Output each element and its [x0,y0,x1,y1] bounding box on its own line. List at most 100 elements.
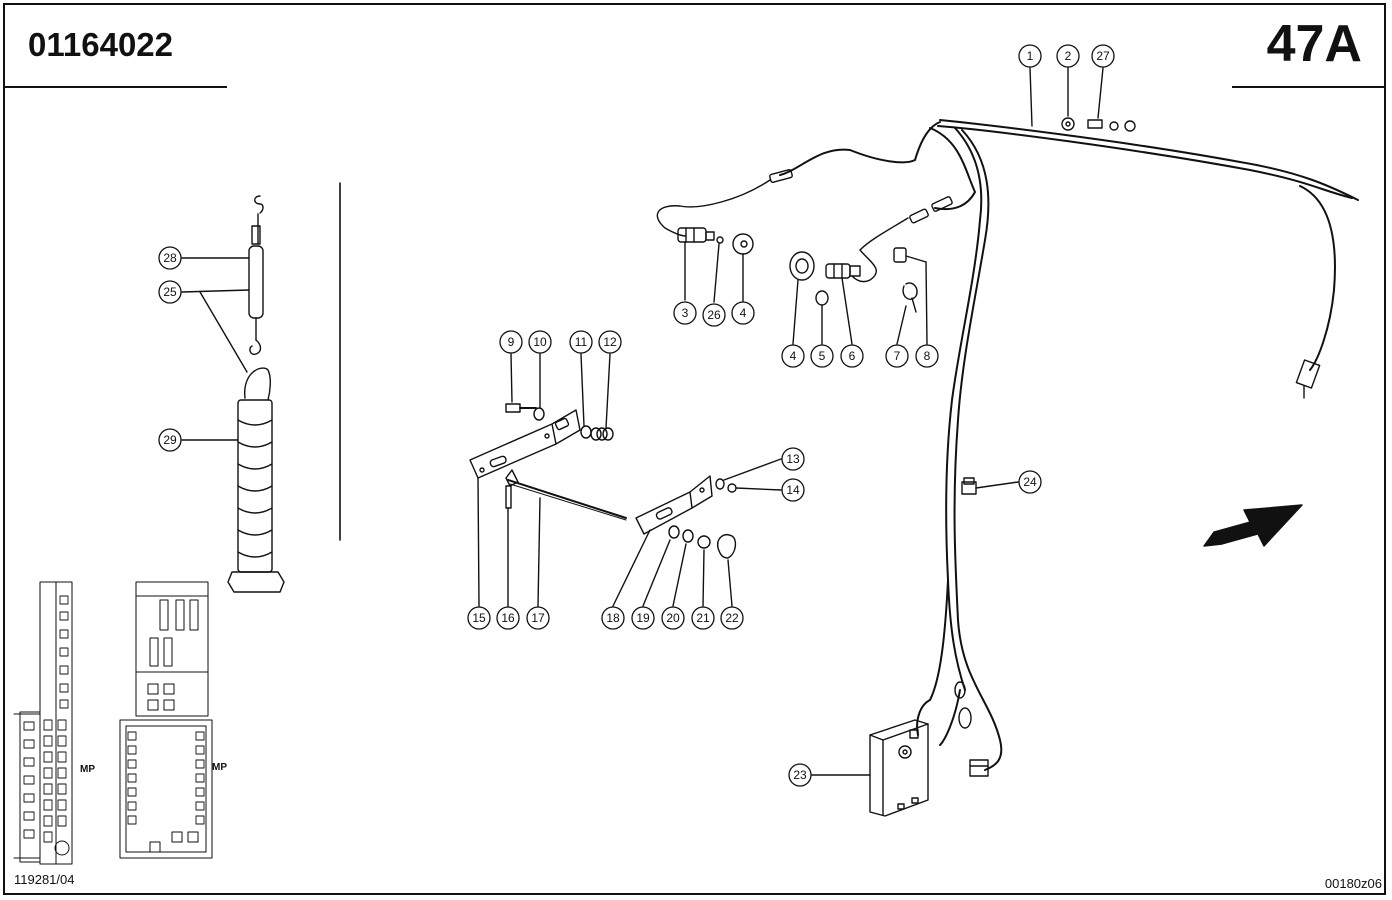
callout-26: 26 [702,303,726,327]
callout-15: 15 [467,606,491,630]
callout-label: 12 [603,335,617,349]
callout-2: 2 [1056,44,1080,68]
callout-1: 1 [1018,44,1042,68]
callout-label: 10 [533,335,547,349]
drawing-frame [3,3,1386,895]
nut-21 [697,535,711,549]
callout-12: 12 [598,330,622,354]
callout-25: 25 [158,280,182,304]
callout-label: 22 [725,611,739,625]
callout-label: 21 [696,611,710,625]
callout-label: 27 [1096,49,1110,63]
callout-label: 13 [786,452,800,466]
callout-20: 20 [661,606,685,630]
callout-label: 7 [894,349,901,363]
callout-label: 16 [501,611,515,625]
mp-label-right: MP [212,762,227,773]
spring-washers-12 [590,427,614,441]
connector-housing [969,759,989,777]
clamp-2 [1061,117,1075,131]
callout-28: 28 [158,246,182,270]
callout-18: 18 [601,606,625,630]
washer-10 [533,407,545,421]
callout-16: 16 [496,606,520,630]
callout-label: 3 [682,306,689,320]
callout-11: 11 [569,330,593,354]
callout-label: 25 [163,285,177,299]
callout-10: 10 [528,330,552,354]
title-underline [3,86,227,88]
callout-label: 20 [666,611,680,625]
callout-label: 6 [849,349,856,363]
callout-13: 13 [781,447,805,471]
callout-6: 6 [840,344,864,368]
callout-label: 8 [924,349,931,363]
callout-8: 8 [915,344,939,368]
callout-label: 28 [163,251,177,265]
drawing-code-left: 119281/04 [14,872,75,887]
callout-label: 11 [575,335,588,349]
callout-label: 26 [707,308,721,322]
bolt-9 [505,403,537,413]
sensor-part-3 [677,227,715,243]
protective-sleeve [227,367,285,593]
clamp-8 [893,247,907,263]
plug-connector-c [931,196,953,212]
part-number-title: 01164022 [28,26,174,63]
callout-22: 22 [720,606,744,630]
callout-24: 24 [1018,470,1042,494]
callout-label: 9 [508,335,515,349]
washer-13 [715,478,725,490]
callout-27: 27 [1091,44,1115,68]
callout-4-upper: 4 [731,301,755,325]
callout-7: 7 [885,344,909,368]
mp-label-left: MP [80,764,95,775]
bolt-27 [1087,119,1136,132]
callout-17: 17 [526,606,550,630]
callout-label: 4 [790,349,797,363]
clip-7 [902,282,918,313]
callout-29: 29 [158,428,182,452]
grommet-4b [789,251,815,281]
plug-connector-a [769,169,793,183]
nut-14 [727,483,737,493]
washer-19 [668,525,680,539]
callout-label: 19 [636,611,650,625]
washer-26 [716,236,724,244]
callout-label: 15 [472,611,486,625]
callout-label: 2 [1065,49,1072,63]
bracket-assembly [469,409,713,535]
callout-3: 3 [673,301,697,325]
callout-19: 19 [631,606,655,630]
switch-box-23 [869,719,929,817]
machine-schematic [13,581,213,865]
callout-label: 5 [819,349,826,363]
callout-label: 18 [606,611,620,625]
callout-4-lower: 4 [781,344,805,368]
callout-label: 23 [793,768,807,782]
callout-23: 23 [788,763,812,787]
arrow-icon [1203,504,1303,547]
callout-label: 4 [740,306,747,320]
callout-label: 14 [786,483,800,497]
cap-22 [717,534,737,559]
callout-label: 24 [1023,475,1037,489]
wiring-harness [779,119,1359,771]
washer-11 [580,425,592,439]
callout-14: 14 [781,478,805,502]
callout-label: 17 [531,611,545,625]
harness-connector-right [1295,359,1321,399]
washer-5 [815,290,829,306]
grommet-4a [732,233,754,255]
callout-21: 21 [691,606,715,630]
plug-connector-b [909,208,929,224]
cable-clip-24 [961,477,977,495]
washer-20 [682,529,694,543]
callout-9: 9 [499,330,523,354]
callout-label: 29 [163,433,177,447]
drawing-code-right: 00180z06 [1324,876,1382,891]
callout-label: 1 [1027,49,1034,63]
spring-assembly [248,195,264,356]
sensor-part-6 [825,263,861,279]
